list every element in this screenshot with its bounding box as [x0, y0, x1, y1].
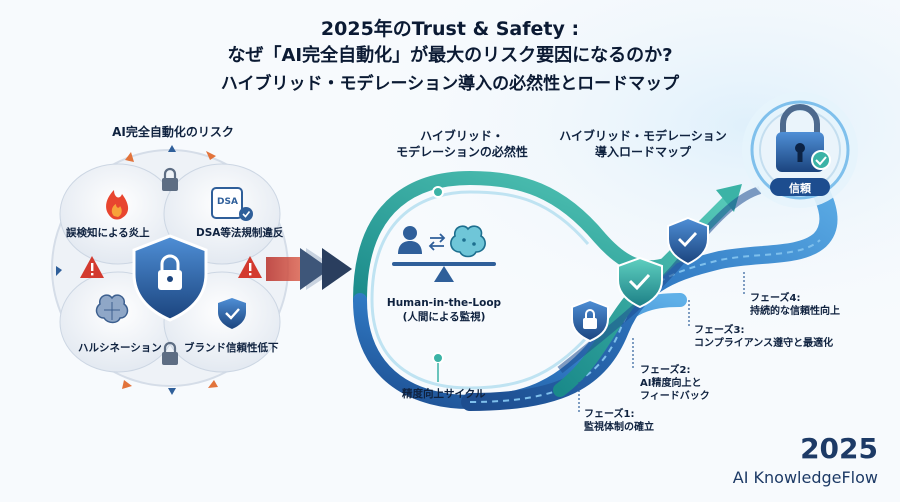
risk-label-hallucination: ハルシネーション: [78, 342, 162, 354]
risk-label-dsa: DSA等法規制違反: [196, 227, 284, 239]
phase-4: フェーズ4: 持続的な信頼性向上: [750, 292, 840, 318]
person-icon: [398, 226, 422, 254]
roadmap-heading-line1: ハイブリッド・モデレーション: [559, 129, 727, 143]
hitl-label-line2: (人間による監視): [402, 311, 486, 323]
flame-icon: [106, 190, 129, 220]
balance-beam: [392, 262, 496, 266]
warning-icon: [238, 256, 262, 278]
risk-label-misdetection: 誤検知による炎上: [66, 227, 150, 239]
warning-icon: [80, 256, 104, 278]
phase-2-title: フェーズ2:: [640, 365, 691, 376]
shield-check-icon: [218, 298, 246, 329]
phase-1: フェーズ1: 監視体制の確立: [584, 408, 654, 434]
dsa-badge-text: DSA: [217, 197, 238, 207]
trust-lock-icon: [742, 92, 858, 208]
dsa-document-icon: [211, 187, 253, 221]
human-ai-balance-icon: [392, 225, 496, 282]
hybrid-heading: ハイブリッド・ モデレーションの必然性: [372, 128, 552, 160]
risk-label-brand: ブランド信頼性低下: [184, 342, 279, 354]
hybrid-heading-line2: モデレーションの必然性: [396, 145, 528, 159]
hitl-label: Human-in-the-Loop (人間による監視): [378, 296, 510, 324]
phase2-shield-icon: [617, 256, 663, 309]
phase-2-desc2: フィードバック: [640, 391, 710, 402]
lock-icon: [162, 341, 178, 365]
brand-year: 2025: [800, 432, 878, 465]
phase3-shield-icon: [667, 216, 709, 266]
phase-markers: [578, 272, 745, 412]
risk-heading: AI完全自動化のリスク: [112, 125, 234, 139]
cycle-label: 精度向上サイクル: [402, 388, 486, 400]
roadmap-heading: ハイブリッド・モデレーション 導入ロードマップ: [538, 128, 748, 160]
phase-3-desc: コンプライアンス遵守と最適化: [694, 338, 834, 349]
phase-3-title: フェーズ3:: [694, 325, 745, 336]
risk-cluster: [51, 145, 289, 395]
ai-brain-icon: [450, 225, 486, 258]
phase-3: フェーズ3: コンプライアンス遵守と最適化: [694, 324, 833, 350]
title-line-2: なぜ「AI完全自動化」が最大のリスク要因になるのか?: [227, 45, 673, 66]
brain-icon: [95, 294, 129, 324]
hybrid-heading-line1: ハイブリッド・: [420, 129, 504, 143]
roadmap-heading-line2: 導入ロードマップ: [594, 145, 691, 159]
phase-4-title: フェーズ4:: [750, 293, 801, 304]
phase-1-desc: 監視体制の確立: [584, 422, 654, 433]
trust-label: 信頼: [789, 182, 811, 195]
phase-4-desc: 持続的な信頼性向上: [750, 306, 840, 317]
phase-1-title: フェーズ1:: [584, 409, 635, 420]
exchange-arrows-icon: [428, 233, 446, 251]
title-line-3: ハイブリッド・モデレーション導入の必然性とロードマップ: [220, 74, 680, 94]
phase-2: フェーズ2: AI精度向上と フィードバック: [640, 364, 710, 403]
lock-icon: [162, 167, 178, 191]
center-shield-lock-icon: [132, 234, 208, 322]
hitl-label-line1: Human-in-the-Loop: [386, 297, 502, 309]
title-line-1: 2025年のTrust & Safety :: [320, 18, 580, 40]
balance-pivot: [434, 266, 454, 282]
phase-2-desc: AI精度向上と: [640, 378, 702, 389]
risk-to-hybrid-arrow: [266, 248, 352, 290]
brand-name: AI KnowledgeFlow: [732, 468, 878, 487]
phase1-shield-icon: [571, 298, 609, 343]
